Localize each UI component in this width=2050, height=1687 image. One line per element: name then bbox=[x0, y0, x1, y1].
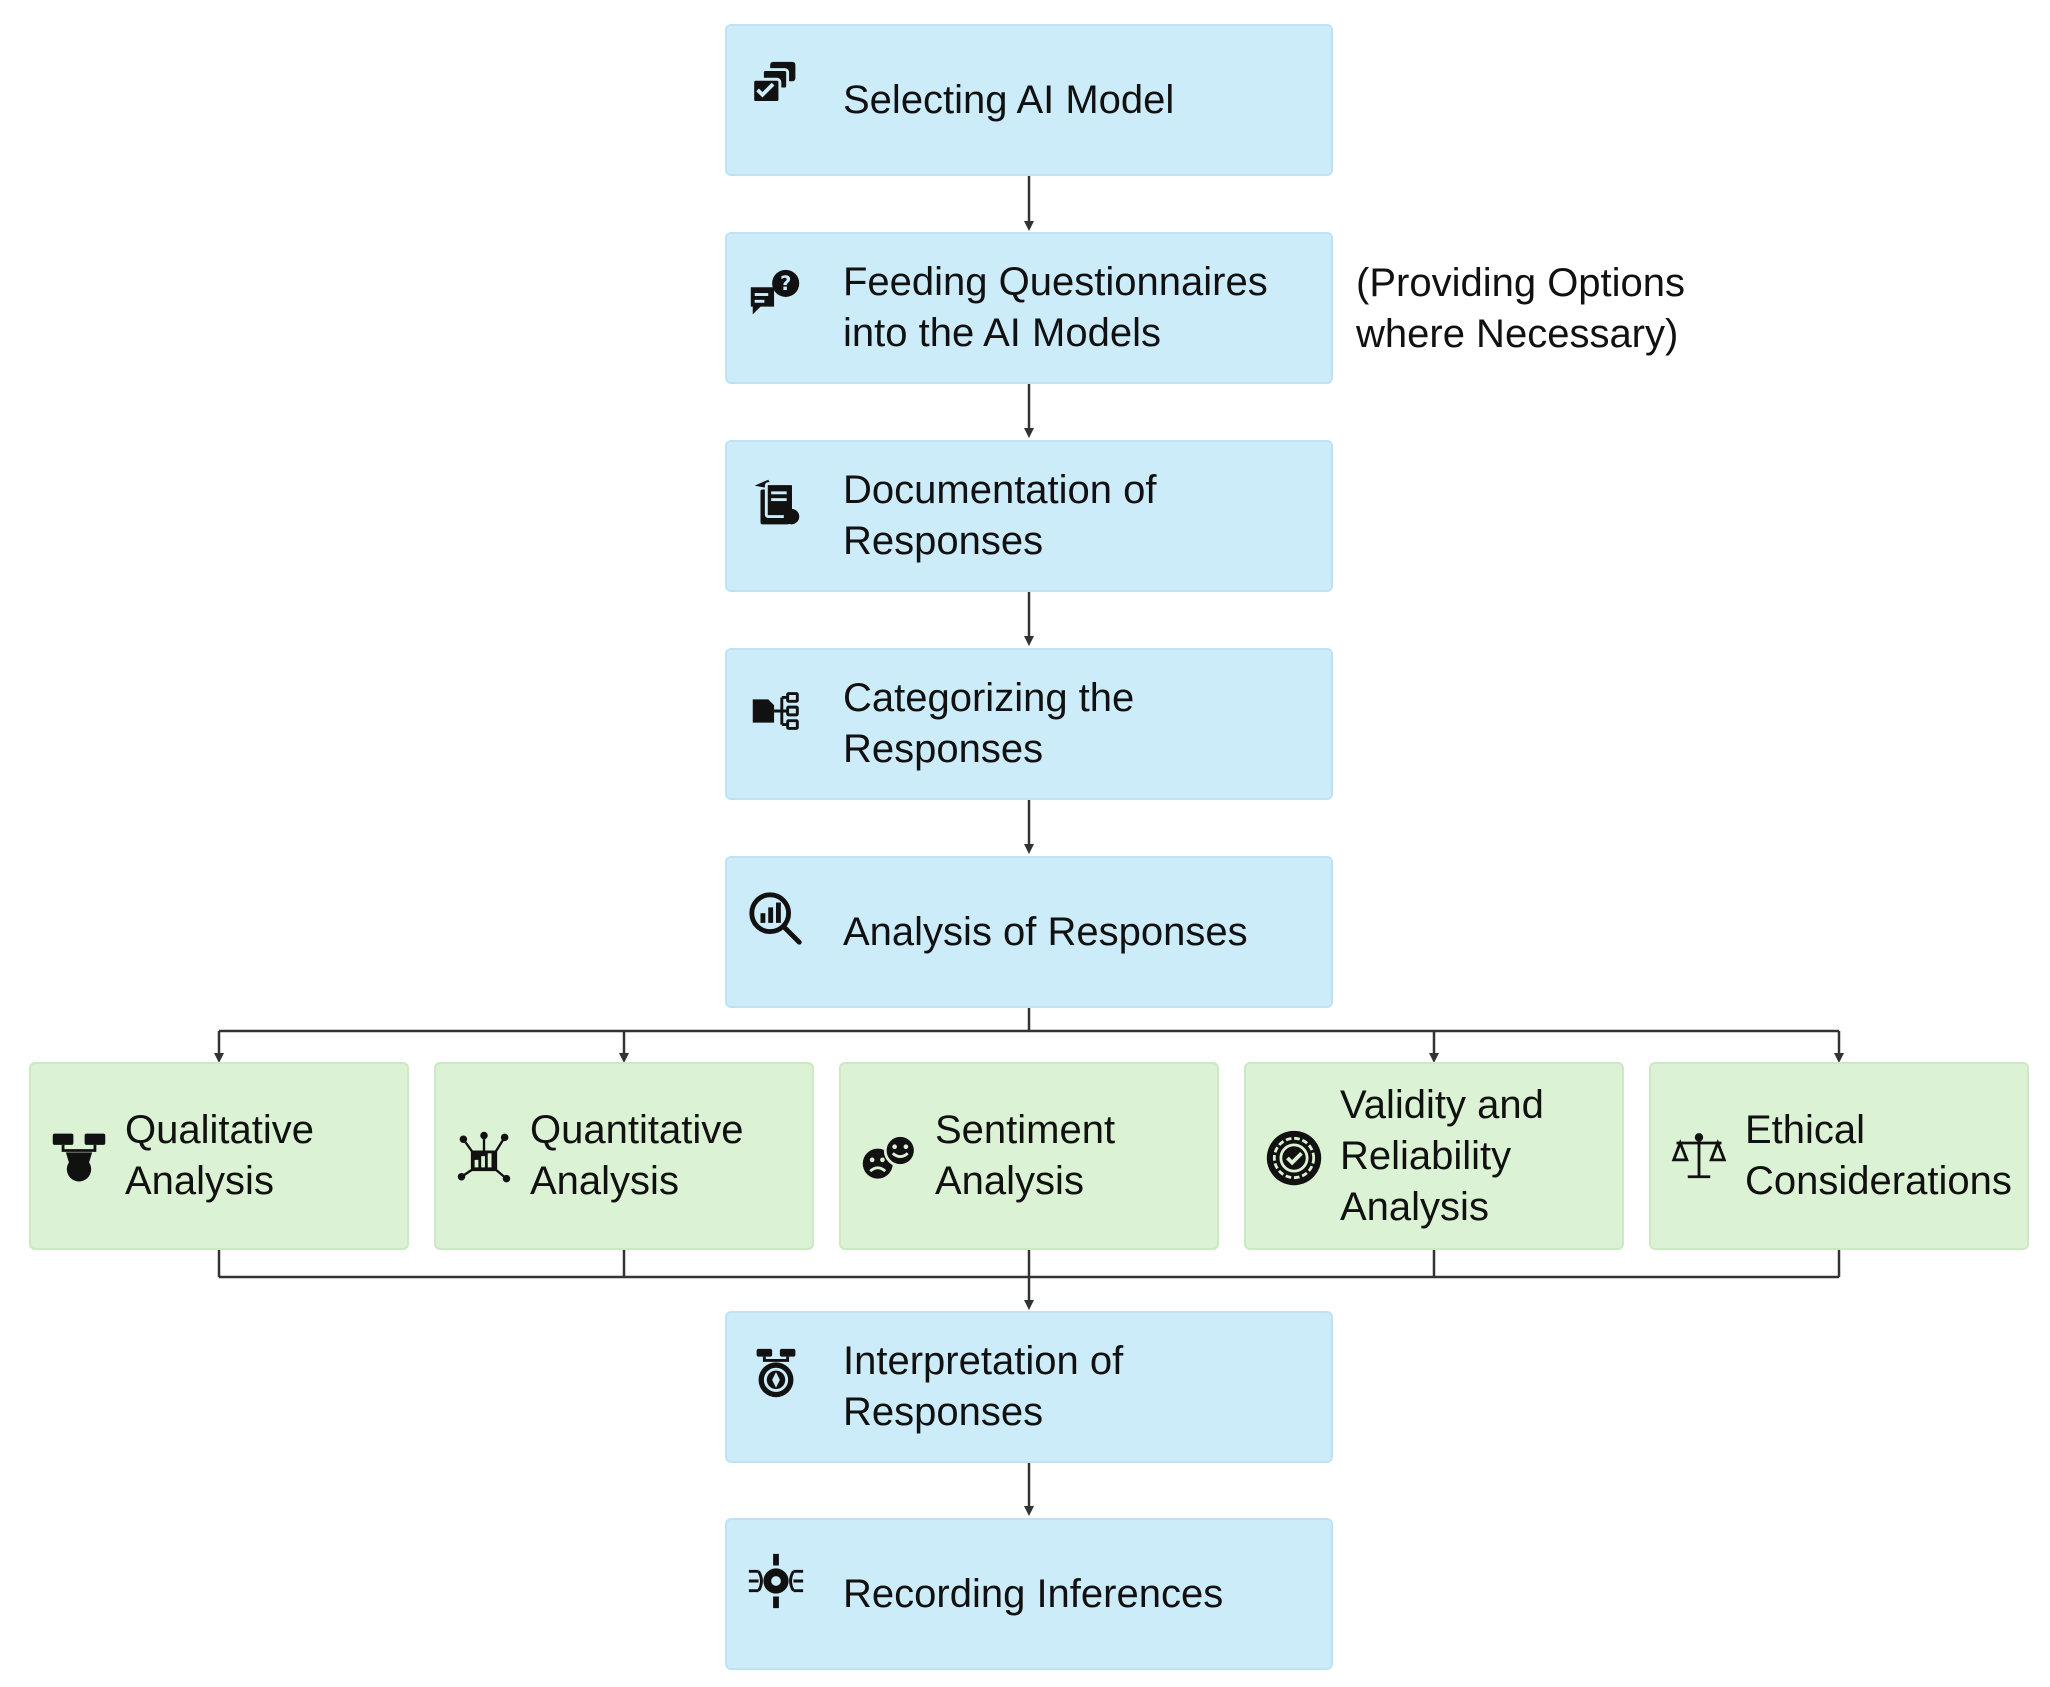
model-select-icon bbox=[745, 56, 807, 118]
validity-badge-icon bbox=[1264, 1128, 1324, 1188]
sentiment-icon bbox=[859, 1128, 919, 1188]
category-tree-icon bbox=[745, 680, 807, 742]
step-label: Feeding Questionnaires into the AI Model… bbox=[843, 260, 1268, 355]
step-categorizing: Categorizing the Responses bbox=[725, 648, 1333, 800]
step-analysis-of-responses: Analysis of Responses bbox=[725, 856, 1333, 1008]
qualitative-icon bbox=[49, 1128, 109, 1188]
analysis-label: Quantitative Analysis bbox=[530, 1108, 744, 1203]
analysis-label: Validity and Reliability Analysis bbox=[1340, 1082, 1544, 1229]
step-label: Categorizing the Responses bbox=[843, 676, 1135, 771]
step-label: Recording Inferences bbox=[843, 1571, 1224, 1616]
analysis-ethical: Ethical Considerations bbox=[1649, 1062, 2029, 1250]
step-label: Analysis of Responses bbox=[843, 909, 1248, 954]
chart-magnifier-icon bbox=[745, 888, 807, 950]
quantitative-icon bbox=[454, 1128, 514, 1188]
analysis-sentiment: Sentiment Analysis bbox=[839, 1062, 1219, 1250]
documents-icon bbox=[745, 472, 807, 534]
interpretation-icon bbox=[745, 1343, 807, 1405]
question-chat-icon: ? bbox=[745, 264, 807, 326]
step-selecting-ai-model: Selecting AI Model bbox=[725, 24, 1333, 176]
step-documentation: Documentation of Responses bbox=[725, 440, 1333, 592]
step-recording-inferences: Recording Inferences bbox=[725, 1518, 1333, 1670]
gear-insight-icon bbox=[745, 1550, 807, 1612]
step-label: Interpretation of Responses bbox=[843, 1339, 1124, 1434]
step-feeding-questionnaires: ? Feeding Questionnaires into the AI Mod… bbox=[725, 232, 1333, 384]
analysis-label: Ethical Considerations bbox=[1745, 1108, 2012, 1203]
analysis-label: Qualitative Analysis bbox=[125, 1108, 314, 1203]
step-interpretation: Interpretation of Responses bbox=[725, 1311, 1333, 1463]
svg-text:?: ? bbox=[780, 272, 791, 295]
options-note: (Providing Options where Necessary) bbox=[1356, 261, 1686, 356]
analysis-qualitative: Qualitative Analysis bbox=[29, 1062, 409, 1250]
step-label: Selecting AI Model bbox=[843, 77, 1175, 122]
analysis-label: Sentiment Analysis bbox=[935, 1108, 1116, 1203]
scales-icon bbox=[1669, 1128, 1729, 1188]
analysis-quantitative: Quantitative Analysis bbox=[434, 1062, 814, 1250]
analysis-validity-reliability: Validity and Reliability Analysis bbox=[1244, 1062, 1624, 1250]
step-label: Documentation of Responses bbox=[843, 468, 1157, 563]
